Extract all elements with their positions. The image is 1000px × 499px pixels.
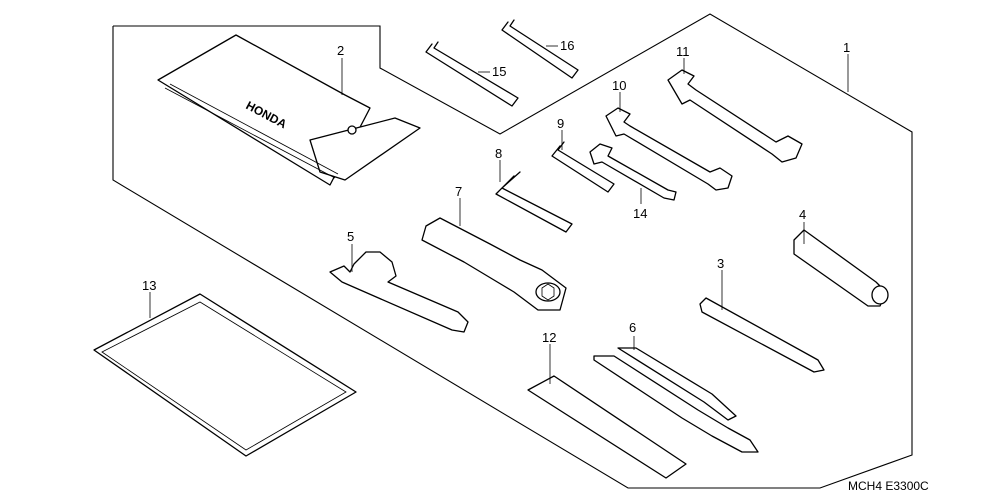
hex-key-9 xyxy=(551,141,615,193)
screwdriver-3 xyxy=(699,297,825,373)
callout-12: 12 xyxy=(542,330,556,345)
callout-2: 2 xyxy=(337,43,344,58)
pliers-6 xyxy=(593,347,759,453)
pin-spanner-5 xyxy=(329,251,469,333)
screwdriver-grip-4 xyxy=(793,229,889,307)
handle-12 xyxy=(527,375,687,479)
callout-11: 11 xyxy=(676,44,690,59)
callout-3: 3 xyxy=(717,256,724,271)
open-wrench-11 xyxy=(667,69,803,163)
callout-10: 10 xyxy=(612,78,626,93)
hex-key-8 xyxy=(495,171,573,233)
callout-5: 5 xyxy=(347,229,354,244)
hex-key-16 xyxy=(501,19,579,79)
callout-4: 4 xyxy=(799,207,806,222)
drawing-code: MCH4 E3300C xyxy=(848,479,929,493)
tool-pouch: HONDA xyxy=(157,34,421,186)
callout-1: 1 xyxy=(843,40,850,55)
socket-wrench-7 xyxy=(421,217,567,311)
open-wrench-10 xyxy=(605,107,733,191)
small-wrench-14 xyxy=(589,143,677,201)
hex-key-15 xyxy=(425,41,519,107)
callout-16: 16 xyxy=(560,38,574,53)
callouts: 1 2 3 4 5 6 7 8 9 10 11 12 13 14 15 16 xyxy=(142,38,850,384)
plastic-bag-13 xyxy=(93,293,357,457)
callout-8: 8 xyxy=(495,146,502,161)
callout-7: 7 xyxy=(455,184,462,199)
callout-9: 9 xyxy=(557,116,564,131)
callout-15: 15 xyxy=(492,64,506,79)
callout-13: 13 xyxy=(142,278,156,293)
kit-boundary xyxy=(112,13,913,489)
callout-6: 6 xyxy=(629,320,636,335)
callout-14: 14 xyxy=(633,206,647,221)
